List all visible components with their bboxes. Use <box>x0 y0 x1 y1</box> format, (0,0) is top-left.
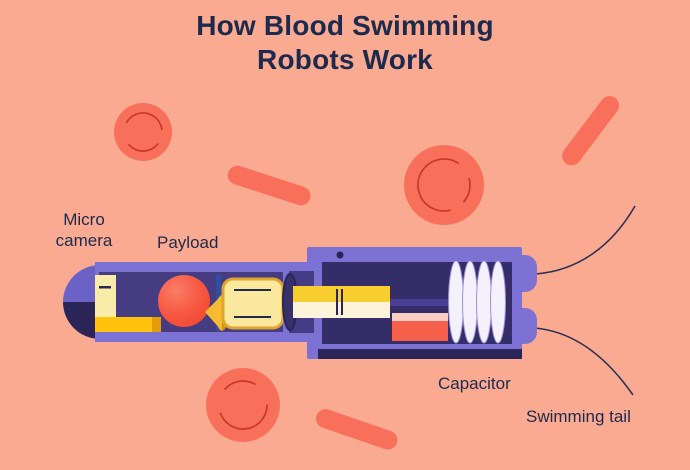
swimming-tail-bottom-line <box>534 327 634 396</box>
swimming-tail-top-line <box>534 205 636 275</box>
blood-rod-bottom-middle <box>315 409 398 450</box>
drive-rod <box>293 286 390 318</box>
coil-spring <box>448 260 506 344</box>
page-title: How Blood Swimming Robots Work <box>0 9 690 77</box>
capacitor-block <box>392 313 448 341</box>
label-capacitor: Capacitor <box>438 374 511 393</box>
hull-rivet <box>336 251 344 259</box>
micro-camera-part <box>95 275 161 332</box>
blood-cell-top-left <box>114 103 172 161</box>
blood-rod-top-right <box>562 96 620 166</box>
blood-rod-top-middle <box>227 165 311 206</box>
piston-rod <box>388 299 454 306</box>
label-micro-camera: Micro camera <box>55 210 113 250</box>
payload-capsule <box>221 277 285 330</box>
label-swimming-tail: Swimming tail <box>526 407 631 426</box>
page-title-line2: Robots Work <box>257 44 433 75</box>
page-title-line1: How Blood Swimming <box>196 10 494 41</box>
payload-sphere <box>158 275 210 327</box>
label-payload: Payload <box>157 233 219 252</box>
blood-cell-bottom-left <box>206 368 280 442</box>
blood-cell-middle-right <box>404 145 484 225</box>
